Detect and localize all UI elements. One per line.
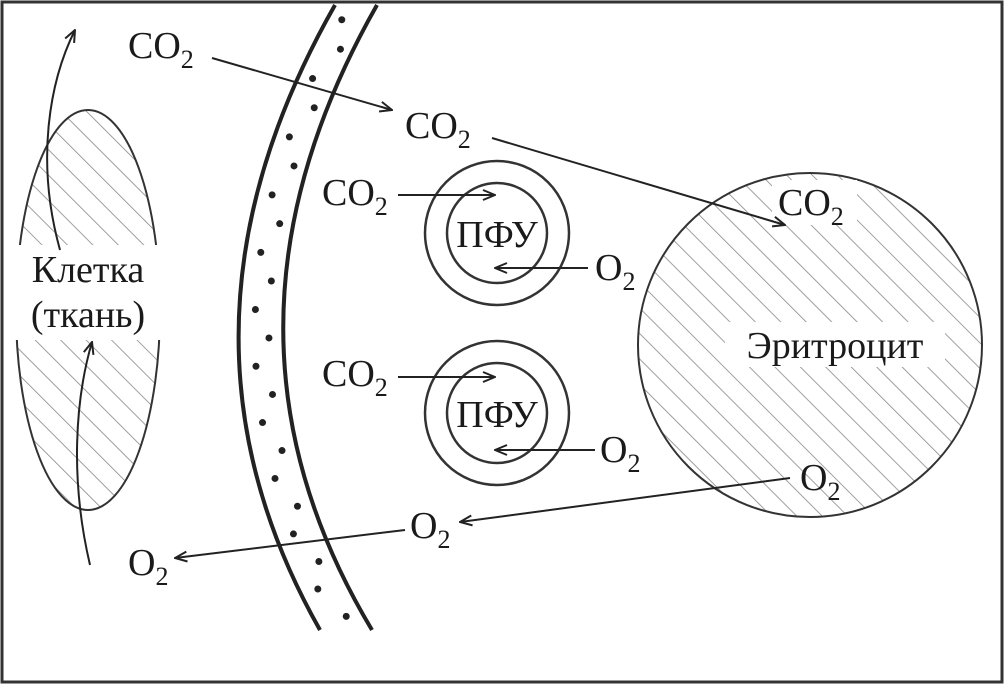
membrane-dot [267, 277, 275, 285]
membrane-dots [251, 16, 350, 620]
o2-arrow [460, 477, 791, 522]
membrane-dot [315, 557, 323, 565]
membrane-left-line [236, 4, 337, 631]
membrane-dot [268, 191, 276, 199]
o2-label: O2 [595, 247, 635, 296]
o2-label: O2 [128, 542, 168, 591]
membrane-dot [309, 75, 317, 83]
pfu-label: ПФУ [456, 394, 538, 436]
pfu-2: ПФУ [423, 339, 571, 487]
co2-arrow [211, 57, 392, 110]
membrane-dot [336, 45, 344, 53]
co2-label: CO2 [128, 25, 194, 74]
membrane-dot [251, 306, 259, 314]
membrane-dot [259, 419, 267, 427]
membrane-dot [252, 362, 260, 370]
cell-label-line1: Клетка [32, 249, 145, 291]
o2-label: O2 [410, 505, 450, 554]
co2-arrow [491, 137, 785, 225]
co2-label: CO2 [322, 172, 388, 221]
membrane-dot [289, 530, 297, 538]
pfu-label: ПФУ [456, 214, 538, 256]
membrane-dot [276, 220, 284, 228]
pfu-1: ПФУ [423, 159, 571, 307]
erythrocyte-label-bg [725, 322, 945, 367]
membrane-dot [285, 133, 293, 141]
membrane-dot [265, 334, 273, 342]
membrane-dot [338, 16, 346, 24]
membrane-dot [290, 162, 298, 170]
co2-label: CO2 [322, 353, 388, 402]
cell-label-line2: (ткань) [31, 294, 145, 336]
membrane-dot [278, 447, 286, 455]
o2-arrow [175, 529, 406, 558]
cell-label-bg [14, 245, 164, 340]
membrane-dot [314, 585, 322, 593]
cell-out-arrow [46, 30, 75, 251]
cell-in-arrow [76, 342, 92, 566]
o2-label: O2 [600, 429, 640, 478]
membrane-dot [293, 502, 301, 510]
co2-label: CO2 [405, 105, 471, 154]
erythrocyte-label: Эритроцит [747, 325, 924, 367]
membrane-right-line [281, 4, 379, 632]
o2-label: O2 [800, 457, 840, 506]
membrane-dot [310, 104, 318, 112]
membrane-dot [257, 248, 265, 256]
membrane-dot [269, 390, 277, 398]
membrane-dot [271, 474, 279, 482]
membrane-dot [342, 612, 350, 620]
